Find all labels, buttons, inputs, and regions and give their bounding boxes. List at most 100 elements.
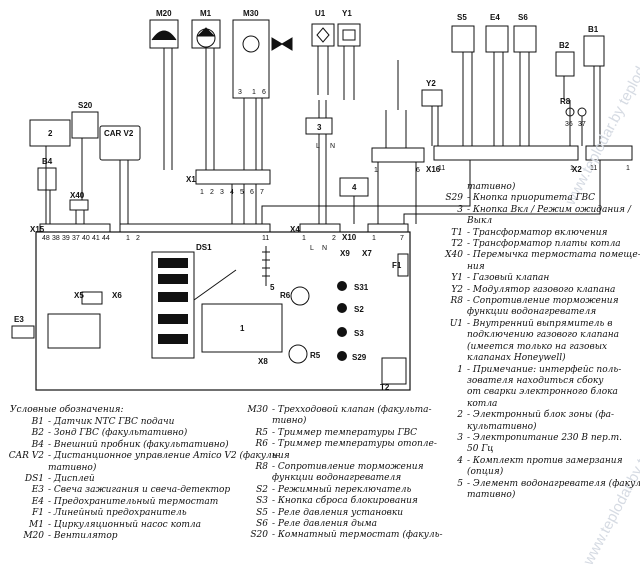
legend-description: - Триммер температуры ГВС (272, 427, 418, 438)
label-s29: S29 (352, 353, 367, 362)
legend-entry: E3 - Свеча зажигания и свеча-детектор (0, 485, 280, 496)
legend-code: B2 (31, 428, 44, 439)
x5-pin: 6 (416, 167, 420, 174)
mains-n: N (330, 143, 335, 150)
r6-trimmer (290, 286, 310, 306)
legend-description: - Примечание: интерфейс поль- (467, 364, 622, 375)
legend-entry: S5- Реле давления установки (222, 508, 443, 519)
legend-description: котла (467, 398, 498, 409)
legend-description: - Внешний пробник (факультативно) (48, 439, 229, 450)
legend-description: тативно) (467, 489, 516, 500)
x16-pcb-pin: 1 (126, 235, 130, 242)
label-e4: E4 (490, 13, 500, 22)
label-s6: S6 (518, 13, 528, 22)
label-x6: X6 (112, 291, 122, 300)
legend-entry: M30- Трехходовой клапан (факульта- (222, 405, 443, 416)
s3-button (337, 327, 347, 337)
legend-entry: клапанах Honeywell) (410, 353, 640, 364)
legend-entry: B2- Зонд ГВС (факультативно) (0, 428, 280, 439)
b4-probe (37, 167, 57, 191)
m20-fan-icon (151, 30, 177, 41)
legend-code (410, 376, 463, 387)
legend-code: E3 (31, 485, 44, 496)
label-y2: Y2 (426, 79, 436, 88)
legend-entry: R6- Триммер температуры отопле- (222, 439, 443, 450)
legend-description: - Сопротивление торможения (272, 462, 424, 473)
box-2 (29, 119, 71, 147)
legend-entry: Y1- Газовый клапан (410, 273, 640, 284)
x15-connector (39, 223, 111, 233)
label-x2: X2 (572, 165, 582, 174)
legend-description: - Внутренний выпрямитель в (467, 318, 613, 329)
x15-pin: 44 (102, 235, 110, 242)
label-x4: X4 (290, 225, 300, 234)
legend-description: - Реле давления дыма (272, 519, 377, 530)
x2-header (585, 145, 633, 161)
x1-pin: 5 (240, 189, 244, 196)
legend-entry: тативно) (410, 490, 640, 501)
label-x16: X16 (426, 165, 441, 174)
label-r6: R6 (280, 291, 291, 300)
legend-code: R8 (255, 462, 268, 473)
legend-entry: X40- Перемычка термостата помеще- (410, 250, 640, 261)
legend-entry: от сварки электронного блока (410, 387, 640, 398)
legend-code: S2 (256, 484, 268, 495)
legend-code: 2 (457, 410, 463, 421)
label-m30: M30 (243, 9, 259, 18)
legend-description: - Кнопка сброса блокирования (272, 496, 418, 507)
legend-code (410, 342, 463, 353)
x40-jumper (69, 199, 89, 211)
legend-description: функции водонагревателя (467, 307, 597, 318)
label-b2: B2 (559, 41, 570, 50)
legend-code (222, 451, 268, 462)
x15-pin: 39 (62, 235, 70, 242)
e3-block (47, 313, 101, 349)
legend-description: 50 Гц (467, 444, 494, 455)
legend-code: R8 (450, 296, 463, 307)
m30-motor-icon (242, 35, 260, 53)
e3-box (11, 325, 35, 339)
label-y1: Y1 (342, 9, 352, 18)
legend-entry: B1- Датчик NTC ГВС подачи (0, 417, 280, 428)
label-r5: R5 (310, 351, 321, 360)
legend-description: - Модулятор газового клапана (467, 284, 616, 295)
label-s3: S3 (354, 329, 364, 338)
legend-code (222, 473, 268, 484)
legend-description: - Кнопка Вкл / Режим ожидания / (467, 204, 631, 215)
label-x40: X40 (70, 191, 85, 200)
label-x15: X15 (30, 225, 45, 234)
legend-entry: S6- Реле давления дыма (222, 519, 443, 530)
legend-description: - Реле давления установки (272, 507, 404, 518)
r5-trimmer (288, 344, 308, 364)
m30-valve-icon (271, 37, 293, 51)
legend-code: 3 (457, 432, 463, 443)
legend-entry: культативно) (410, 422, 640, 433)
legend-description: культативно) (467, 421, 537, 432)
legend-code: Y1 (451, 273, 463, 284)
legend-code: S20 (250, 530, 268, 541)
x15-pin: 38 (52, 235, 60, 242)
legend-description: - Свеча зажигания и свеча-детектор (48, 485, 231, 496)
t2-transformer (381, 357, 407, 385)
x16-pin: 1 (570, 165, 574, 172)
legend-entry: T2- Трансформатор платы котла (410, 239, 640, 250)
legend-code (0, 463, 44, 474)
legend-description: тативно) (467, 182, 516, 192)
m30-pin: 1 (252, 89, 256, 96)
legend-entry: тативно) (410, 182, 640, 193)
legend-description: - Трансформатор платы котла (467, 239, 621, 250)
legend-code: U1 (449, 318, 463, 329)
r8-pin: 36 (565, 121, 573, 128)
x1-pin: 3 (220, 189, 224, 196)
label-s2: S2 (354, 305, 364, 314)
legend-entry: 50 Гц (410, 444, 640, 455)
legend-description: - Дистанционное управление Amico V2 (фак… (48, 451, 280, 462)
legend-description: Выкл (467, 216, 493, 227)
x15-pin: 37 (72, 235, 80, 242)
legend-code (410, 216, 463, 227)
legend-description: - Перемычка термостата помеще- (467, 250, 640, 261)
legend-entry: DS1- Дисплей (0, 474, 280, 485)
box-number: 5 (270, 283, 275, 292)
legend-description: (опция) (467, 467, 504, 478)
label-ds1: DS1 (196, 243, 212, 252)
